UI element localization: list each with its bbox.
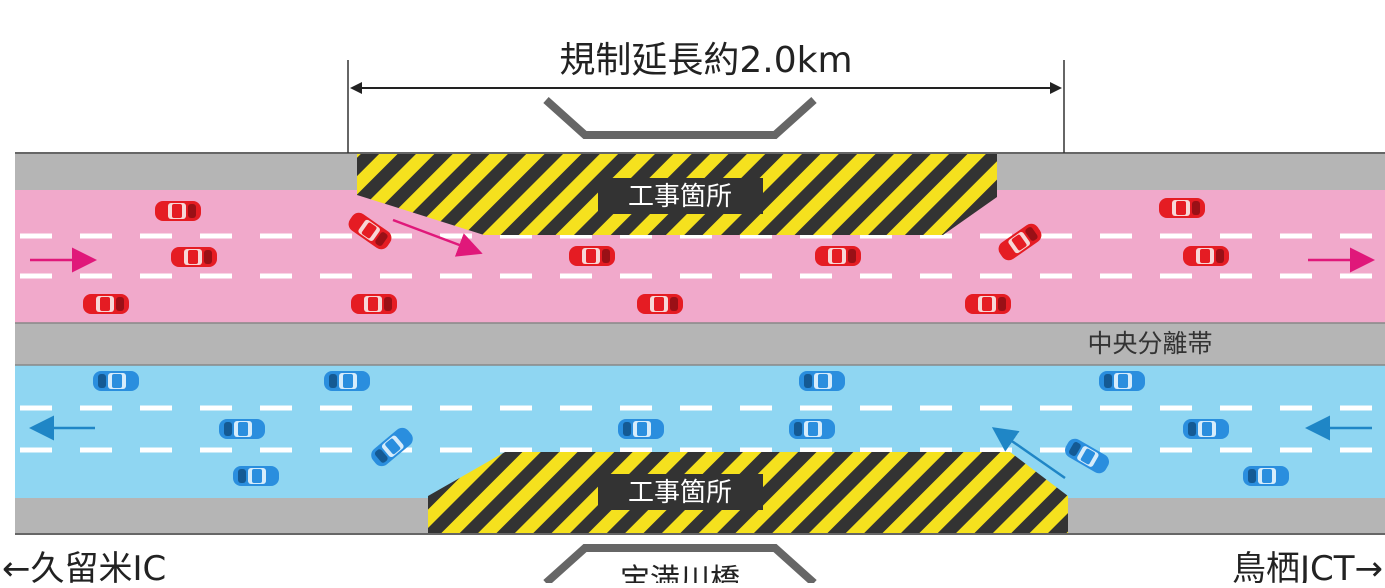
right-destination-label: 鳥栖JCT→ xyxy=(1232,549,1383,583)
inbound-merge-arrow xyxy=(991,427,1066,480)
median-strip xyxy=(15,323,1385,365)
outbound-merge-arrow xyxy=(392,218,483,257)
regulation-length-label: 規制延長約2.0km xyxy=(559,40,852,81)
median-label: 中央分離帯 xyxy=(1087,329,1212,358)
bridge-symbol-bottom xyxy=(543,544,817,586)
inbound-lane-markings xyxy=(20,405,1385,453)
left-destination-label: ←久留米IC xyxy=(2,549,166,583)
work-zone-bottom-label: 工事箇所 xyxy=(628,478,732,508)
bridge-symbol-top xyxy=(543,97,817,139)
outbound-lane-markings xyxy=(20,233,1385,279)
bridge-label: 宝満川橋 xyxy=(620,563,740,583)
work-zone-top-label: 工事箇所 xyxy=(628,182,732,212)
